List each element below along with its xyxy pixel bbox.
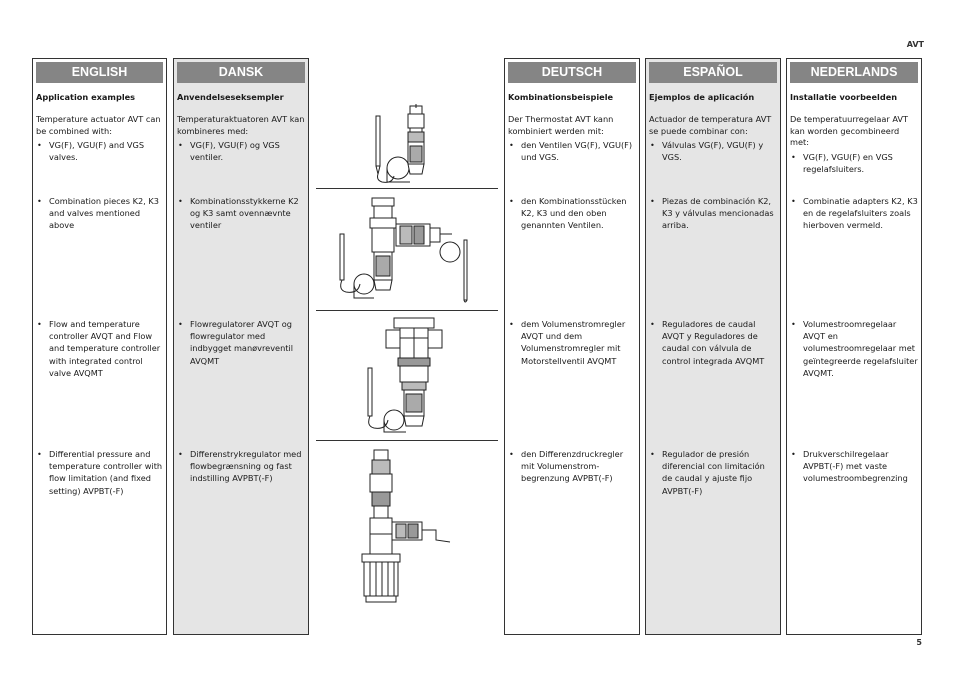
column-subtitle: Anvendelseseksempler	[177, 92, 284, 102]
column-title: DEUTSCH	[508, 62, 636, 83]
example-row-3: dem Volumenstromregler AVQT und dem Volu…	[508, 318, 636, 367]
column-intro: Temperaturaktuatoren AVT kan kombineres …	[177, 114, 305, 136]
combination-piece-illustration	[334, 194, 484, 306]
example-row-1: VG(F), VGU(F) and VGS valves.	[36, 139, 163, 163]
example-row-3: Volumestroomregelaar AVQT en volumestroo…	[790, 318, 918, 379]
example-row-1: Válvulas VG(F), VGU(F) y VGS.	[649, 139, 777, 163]
example-row-2: Combinatie adapters K2, K3 en de regelaf…	[790, 195, 918, 232]
column-nederlands: NEDERLANDS Installatie voorbeelden De te…	[786, 58, 922, 635]
column-deutsch: DEUTSCH Kombinationsbeispiele Der Thermo…	[504, 58, 640, 635]
example-row-2: den Kombinationsstücken K2, K3 und den o…	[508, 195, 636, 232]
example-row-1: VG(F), VGU(F) og VGS ventiler.	[177, 139, 305, 163]
column-intro: Der Thermostat AVT kann kombiniert werde…	[508, 114, 614, 136]
column-subtitle: Installatie voorbeelden	[790, 92, 898, 102]
column-title: DANSK	[177, 62, 305, 83]
column-espanol: ESPAÑOL Ejemplos de aplicación Actuador …	[645, 58, 781, 635]
avt-valve-illustration	[370, 104, 440, 186]
column-subtitle: Ejemplos de aplicación	[649, 92, 755, 102]
column-intro: De temperatuurregelaar AVT kan worden ge…	[790, 114, 909, 147]
document-tag: AVT	[906, 40, 924, 49]
column-title: ESPAÑOL	[649, 62, 777, 83]
example-row-1: VG(F), VGU(F) en VGS regelafsluiters.	[790, 151, 918, 175]
example-row-2: Combination pieces K2, K3 and valves men…	[36, 195, 163, 232]
example-row-4: Differenstrykregulator med flowbegrænsni…	[177, 448, 305, 485]
column-title: NEDERLANDS	[790, 62, 918, 83]
example-row-4: Regulador de presión diferencial con lim…	[649, 448, 777, 497]
column-intro: Actuador de temperatura AVT se puede com…	[649, 114, 772, 136]
column-subtitle: Kombinationsbeispiele	[508, 92, 614, 102]
example-row-1: den Ventilen VG(F), VGU(F) und VGS.	[508, 139, 636, 163]
example-row-3: Reguladores de caudal AVQT y Reguladores…	[649, 318, 777, 367]
example-row-2: Piezas de combinación K2, K3 y válvulas …	[649, 195, 777, 232]
column-subtitle: Application examples	[36, 92, 136, 102]
flow-controller-illustration	[364, 316, 464, 436]
column-english: ENGLISH Application examples Temperature…	[32, 58, 167, 635]
column-intro: Temperature actuator AVT can be combined…	[36, 114, 161, 136]
example-row-3: Flowregulatorer AVQT og flowregulator me…	[177, 318, 305, 367]
column-title: ENGLISH	[36, 62, 163, 83]
example-row-2: Kombinationsstykkerne K2 og K3 samt oven…	[177, 195, 305, 232]
page-number: 5	[916, 638, 922, 647]
figure-divider	[316, 310, 498, 311]
example-row-4: den Differenzdruckregler mit Volumenstro…	[508, 448, 636, 485]
column-dansk: DANSK Anvendelseseksempler Temperaturakt…	[173, 58, 309, 635]
example-row-4: Drukverschilregelaar AVPBT(-F) met vaste…	[790, 448, 918, 485]
differential-pressure-controller-illustration	[356, 448, 456, 604]
example-row-4: Differential pressure and temperature co…	[36, 448, 163, 497]
example-row-3: Flow and temperature controller AVQT and…	[36, 318, 163, 379]
figure-divider	[316, 188, 498, 189]
figure-divider	[316, 440, 498, 441]
